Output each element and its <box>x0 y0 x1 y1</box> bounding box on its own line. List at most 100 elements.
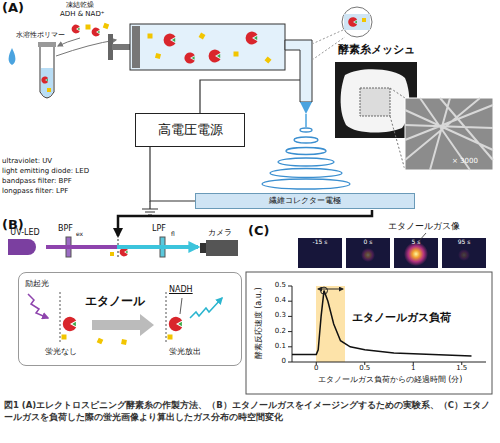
rate-curve <box>292 291 472 356</box>
sem-image <box>405 98 493 170</box>
enzyme <box>120 248 128 257</box>
fiber-surface <box>60 292 166 344</box>
magnification: × 3000 <box>452 158 478 166</box>
reaction-arrow <box>92 314 154 336</box>
gas-image <box>442 238 486 268</box>
node-text: 繊維コレクター電極 <box>269 196 341 205</box>
nozzle <box>285 40 312 102</box>
enzyme <box>63 317 76 331</box>
abbreviation: ultraviolet: UV <box>2 158 52 166</box>
cofactor <box>199 33 206 40</box>
tick-label: 0 <box>264 358 286 366</box>
cofactor <box>110 252 114 256</box>
tube-liquid <box>41 68 53 97</box>
chart-frame <box>246 272 492 394</box>
material-note: 凍結乾燥 <box>66 2 94 10</box>
time-label: -15 s <box>298 239 342 246</box>
filter-label: BPF <box>58 225 73 234</box>
gas-image <box>298 238 342 268</box>
fiber-closeup <box>344 14 370 30</box>
fiber-whip <box>278 158 334 166</box>
axis-title: エタノールガス負荷からの経過時間 (分) <box>292 376 488 385</box>
enzyme <box>72 25 80 34</box>
tick-label: 0.5 <box>355 365 375 373</box>
add-arrow <box>58 38 80 46</box>
cofactor <box>103 23 109 29</box>
ethanol <box>97 338 104 345</box>
cofactor <box>264 56 271 63</box>
camera-lens <box>200 243 206 253</box>
node-text: カメラ <box>208 228 232 237</box>
power-supply-box: 高電圧電源 <box>135 113 245 147</box>
abbreviation: light emitting diode: LED <box>2 168 89 176</box>
time-label: 0 s <box>346 239 390 246</box>
fiber-whip <box>262 179 350 189</box>
load-arrow <box>56 40 116 56</box>
fiber-whip <box>270 169 342 178</box>
time-label: 5 s <box>394 239 438 246</box>
tick-label: 0.1 <box>264 343 286 351</box>
enzyme <box>41 76 48 83</box>
enzyme <box>164 34 176 47</box>
filter-label: LPF <box>152 225 166 234</box>
cofactor <box>168 335 173 340</box>
tick-label: 0.3 <box>264 312 286 320</box>
enzyme <box>348 17 357 27</box>
abbreviation: longpass filter: LPF <box>2 188 68 196</box>
panel-label: (B) <box>2 218 24 232</box>
gas-image <box>394 238 438 268</box>
annotation: エタノールガス負荷 <box>352 312 451 324</box>
fluorescence <box>190 298 222 318</box>
cofactor <box>86 25 91 30</box>
syringe-body <box>130 24 285 70</box>
fiber <box>405 98 493 170</box>
excitation-light <box>28 294 48 318</box>
zoom-region <box>360 88 390 116</box>
gas-spot <box>404 242 428 266</box>
magnifier <box>342 7 372 37</box>
panel-label: (C) <box>248 224 269 238</box>
material-note: ADH & NAD⁺ <box>60 11 104 19</box>
gas-spot <box>458 249 470 261</box>
filter-subscript: fl <box>171 231 175 238</box>
ethanol <box>121 339 127 345</box>
hv-wire <box>200 80 300 113</box>
tick-label: 0.2 <box>264 328 286 336</box>
node-text: 蛍光なし <box>45 347 77 356</box>
enzyme <box>92 28 100 37</box>
enzyme <box>169 317 182 331</box>
cofactor <box>362 18 366 22</box>
mesh-sample: 酵素糸メッシュ <box>333 44 419 140</box>
tick-label: 1.5 <box>452 365 472 373</box>
jet <box>305 114 307 127</box>
tick-label: 0.5 <box>264 282 286 290</box>
polymer-droplet <box>9 48 16 65</box>
cofactor <box>148 34 153 39</box>
transfer-arrow <box>118 210 372 236</box>
enzyme <box>184 52 194 63</box>
light-source: UV-LED <box>4 228 46 266</box>
plunger-rod <box>112 44 132 50</box>
node-text: 高電圧電源 <box>158 123 223 138</box>
gas-image <box>346 238 390 268</box>
taylor-cone <box>300 102 312 114</box>
filter-subscript: ex <box>76 231 83 238</box>
enzyme <box>209 50 221 63</box>
axis-title: 酵素反応速度 (a.u.) <box>255 268 264 378</box>
time-label: 95 s <box>442 239 486 246</box>
abbreviation: bandpass filter: BPF <box>2 178 72 186</box>
image-title: エタノールガス像 <box>388 222 460 232</box>
mesh-sheet <box>341 69 410 132</box>
node-text: 励起光 <box>25 279 49 288</box>
uv-led <box>8 239 36 255</box>
leader-line <box>180 298 182 314</box>
sample-tube <box>40 46 54 98</box>
longpass-filter <box>160 237 165 257</box>
ground-symbol <box>142 201 158 215</box>
duration-arrow <box>318 289 343 290</box>
node-text: 蛍光放出 <box>169 347 201 356</box>
node-text: NADH <box>169 285 193 294</box>
cofactor <box>47 88 51 92</box>
